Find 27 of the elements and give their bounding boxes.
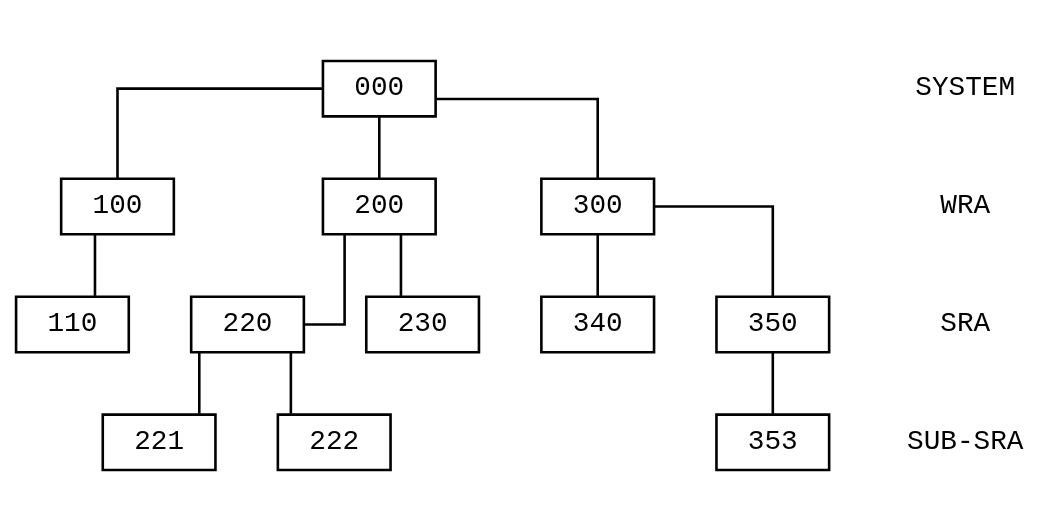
- node-box: 220: [189, 295, 306, 354]
- node-box: 222: [276, 413, 392, 472]
- connector: [654, 205, 775, 297]
- connector: [596, 234, 599, 296]
- connector: [289, 352, 293, 414]
- node-box: 230: [364, 295, 481, 354]
- node-box: 221: [101, 413, 217, 472]
- connector: [436, 97, 599, 179]
- label: SYSTEM: [915, 72, 1016, 104]
- node-box: 350: [715, 295, 831, 354]
- connector: [304, 234, 346, 326]
- connector: [116, 87, 323, 179]
- node-box: 340: [540, 295, 656, 354]
- connector: [377, 116, 381, 178]
- label: SUB-SRA: [907, 425, 1024, 457]
- connector: [771, 352, 775, 414]
- label: SRA: [940, 308, 991, 340]
- node-box: 200: [321, 177, 437, 236]
- node-box: 300: [540, 177, 656, 236]
- node-box: 353: [715, 413, 831, 472]
- connector: [399, 234, 403, 296]
- label: WRA: [940, 190, 991, 222]
- node-box: 110: [14, 295, 131, 354]
- connector: [93, 234, 97, 296]
- node-box: 100: [59, 177, 176, 236]
- connector: [198, 352, 201, 414]
- node-box: 000: [321, 59, 437, 118]
